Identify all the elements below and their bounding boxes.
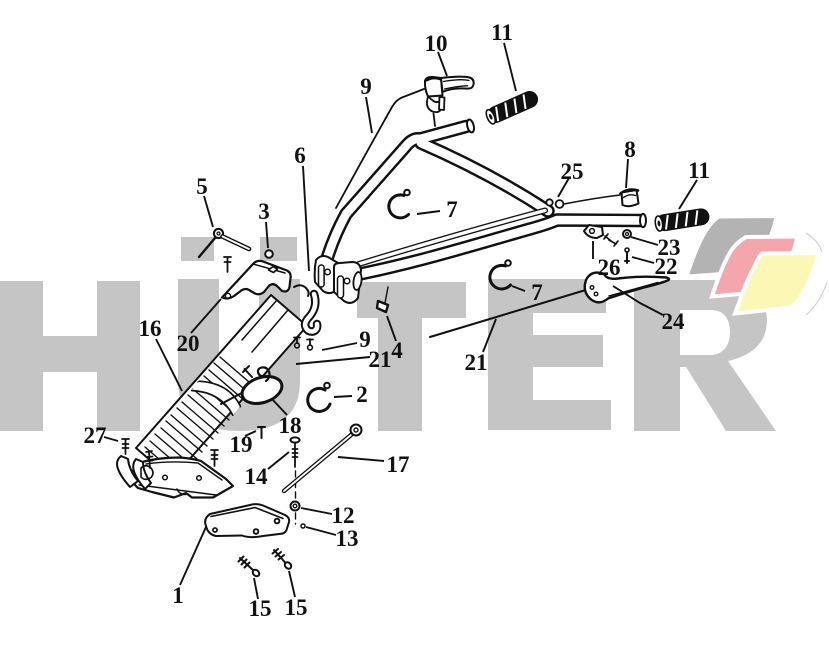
svg-text:14: 14: [245, 464, 269, 489]
svg-text:12: 12: [332, 503, 355, 528]
svg-text:7: 7: [531, 280, 543, 305]
svg-text:19: 19: [230, 432, 253, 457]
svg-text:24: 24: [662, 309, 686, 334]
svg-text:5: 5: [196, 174, 208, 199]
svg-text:21: 21: [465, 350, 488, 375]
svg-text:9: 9: [359, 327, 371, 352]
svg-text:2: 2: [356, 382, 368, 407]
svg-text:20: 20: [177, 331, 200, 356]
svg-text:4: 4: [391, 338, 403, 363]
svg-text:7: 7: [446, 197, 458, 222]
svg-text:9: 9: [360, 74, 372, 99]
svg-text:15: 15: [249, 596, 272, 621]
svg-text:21: 21: [369, 347, 392, 372]
svg-text:13: 13: [336, 526, 359, 551]
svg-text:17: 17: [387, 452, 410, 477]
svg-text:3: 3: [258, 199, 270, 224]
svg-text:18: 18: [279, 413, 302, 438]
svg-text:6: 6: [294, 143, 306, 168]
svg-text:26: 26: [598, 255, 621, 280]
svg-text:25: 25: [561, 159, 584, 184]
svg-text:8: 8: [624, 137, 636, 162]
svg-text:15: 15: [285, 595, 308, 620]
svg-text:16: 16: [139, 316, 162, 341]
svg-text:10: 10: [425, 31, 448, 56]
svg-text:27: 27: [84, 423, 107, 448]
svg-text:22: 22: [655, 254, 678, 279]
svg-text:23: 23: [658, 235, 681, 260]
svg-text:11: 11: [688, 158, 710, 183]
svg-text:11: 11: [491, 20, 513, 45]
svg-text:1: 1: [172, 583, 184, 608]
